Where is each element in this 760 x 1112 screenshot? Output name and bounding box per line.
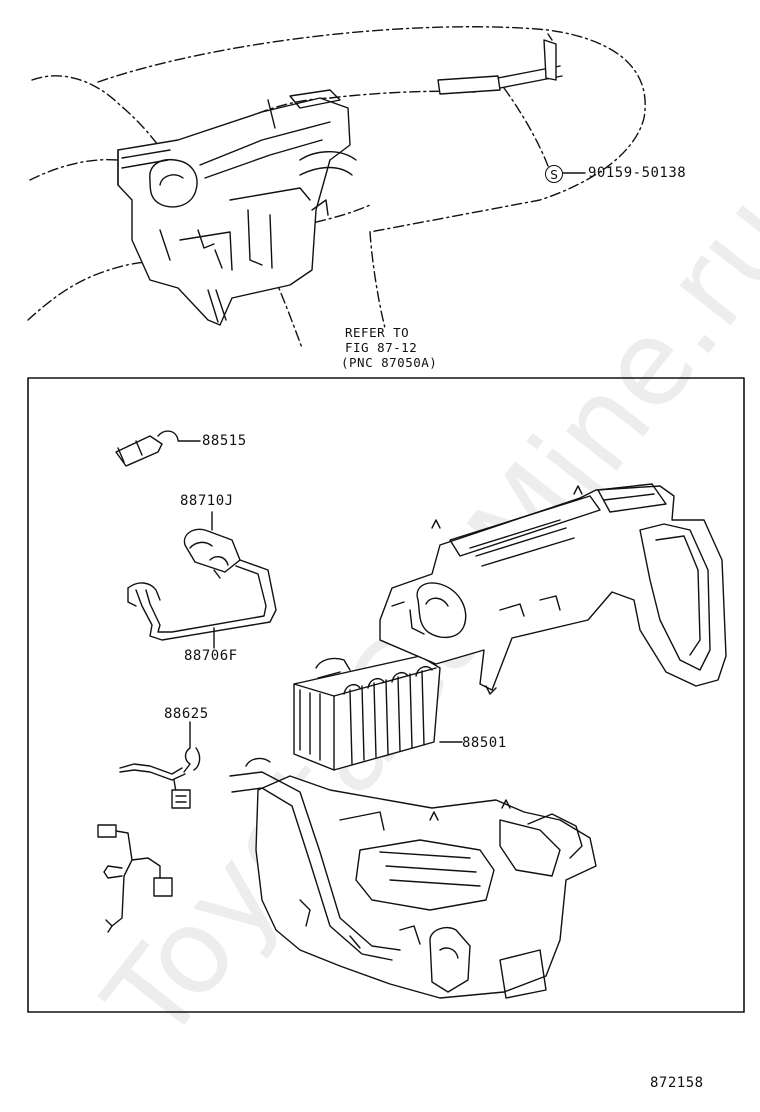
part-88515-sensor [115, 430, 201, 467]
parts-box [27, 377, 745, 1013]
reinforcement-tube [437, 33, 563, 95]
part-label-88625[interactable]: 88625 [164, 706, 209, 722]
refer-note-line3: (PNC 87050A) [341, 355, 438, 370]
upper-hvac-case [379, 483, 727, 695]
part-88625-thermistor [119, 721, 201, 809]
part-label-88706f[interactable]: 88706F [184, 648, 238, 664]
part-label-88515[interactable]: 88515 [202, 433, 247, 449]
wire-harness [97, 824, 173, 933]
part-label-88710j[interactable]: 88710J [180, 493, 234, 509]
refer-note-line2: FIG 87-12 [345, 340, 418, 355]
part-88501-evaporator [293, 655, 463, 771]
part-88710j-valve [183, 511, 241, 579]
lower-hvac-case [229, 757, 597, 999]
clip-symbol: S [545, 165, 563, 183]
top-hvac-assembly [117, 89, 357, 326]
figure-number: 872158 [650, 1075, 704, 1091]
part-label-88501[interactable]: 88501 [462, 735, 507, 751]
refer-note-line1: REFER TO [345, 325, 410, 340]
part-label-90159-50138[interactable]: 90159-50138 [588, 165, 687, 181]
part-88706f-tube [127, 559, 277, 649]
